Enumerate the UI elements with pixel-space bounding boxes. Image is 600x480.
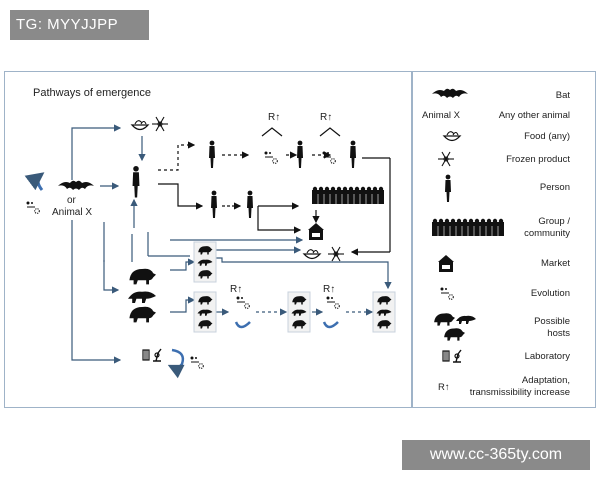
legend-label-adaptation: Adaptation, (521, 375, 570, 386)
legend-label-market: Market (540, 258, 570, 269)
host-group-box (194, 242, 216, 282)
evolution-icon (325, 295, 340, 309)
legend-label-hosts: hosts (547, 328, 570, 339)
animal-hosts-icon (444, 328, 465, 341)
legend-label-person: Person (539, 182, 570, 193)
market-icon (438, 255, 454, 272)
animal-hosts-icon (456, 315, 476, 324)
legend-label-animal: Any other animal (498, 110, 570, 121)
evolution-icon (25, 200, 40, 214)
adaptation-marker: R↑ (230, 284, 243, 295)
person-icon (445, 174, 451, 202)
adaptation-marker: R↑ (320, 112, 333, 123)
host-group-box (194, 292, 216, 332)
person-icon (132, 165, 140, 198)
legend-label-evolution: Evolution (530, 288, 570, 299)
adaptation-marker: R↑ (323, 284, 336, 295)
laboratory-icon (142, 348, 162, 362)
laboratory-icon (442, 349, 462, 363)
legend-divider (411, 71, 413, 408)
cycle-arrow (24, 172, 45, 191)
watermark-bottom: www.cc-365ty.com (402, 440, 590, 470)
animal-host-icon (128, 291, 156, 303)
source-or-label: or (67, 195, 76, 206)
snowflake-icon (327, 246, 345, 262)
evolution-icon (263, 150, 278, 164)
legend-icon-animal-x: Animal X (421, 110, 460, 121)
legend-label-group: Group / (538, 216, 570, 227)
food-bowl-icon (443, 131, 461, 142)
snowflake-icon (437, 151, 455, 167)
legend-label-bat: Bat (555, 90, 570, 101)
evolution-icon (189, 355, 204, 369)
bat-icon (432, 88, 468, 98)
animal-host-icon (129, 268, 156, 285)
animal-hosts-icon (434, 313, 455, 326)
person-icon (297, 140, 303, 168)
legend-icon-adaptation: R↑ (438, 382, 450, 393)
animal-host-icon (129, 306, 156, 323)
crowd-icon (311, 186, 385, 205)
host-group-box (373, 292, 395, 332)
legend-label-transmissibility: transmissibility increase (469, 387, 570, 398)
food-bowl-icon (131, 120, 149, 131)
bat-icon (58, 180, 94, 190)
person-icon (247, 190, 253, 218)
snowflake-icon (151, 116, 169, 132)
adaptation-marker: R↑ (268, 112, 281, 123)
diagram-frame (4, 71, 596, 408)
host-group-box (288, 292, 310, 332)
person-icon (211, 190, 217, 218)
legend-label-frozen: Frozen product (506, 154, 570, 165)
diagram-title: Pathways of emergence (33, 87, 152, 99)
evolution-icon (439, 286, 454, 300)
evolution-icon (235, 295, 250, 309)
legend-label-possible: Possible (534, 316, 570, 327)
person-icon (209, 140, 215, 168)
legend-label-food: Food (any) (524, 131, 570, 142)
source-animal-x-label: Animal X (52, 207, 93, 218)
market-icon (308, 223, 324, 240)
legend-label-community: community (524, 228, 570, 239)
legend-label-laboratory: Laboratory (524, 351, 570, 362)
person-icon (350, 140, 356, 168)
food-bowl-icon (303, 249, 321, 260)
cycle-arrow (167, 348, 185, 379)
watermark-top: TG: MYYJJPP (10, 10, 149, 40)
evolution-icon (321, 150, 336, 164)
